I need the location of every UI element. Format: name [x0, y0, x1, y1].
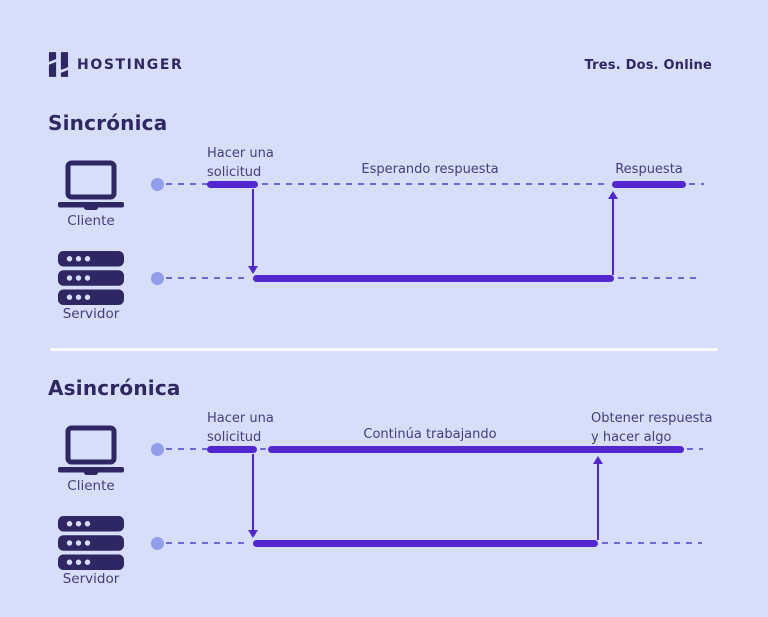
- dashed-line: [687, 448, 703, 450]
- request-segment: [207, 446, 257, 453]
- dashed-line: [166, 277, 250, 279]
- brand-logo: HOSTINGER: [48, 52, 183, 77]
- client-label: Cliente: [67, 213, 115, 229]
- laptop-icon: [57, 160, 125, 218]
- server-stack-icon: [58, 251, 124, 309]
- waiting-dashed-line: [262, 183, 610, 185]
- step-middle-label: Continúa trabajando: [363, 427, 497, 442]
- server-label: Servidor: [62, 571, 120, 587]
- server-processing-segment: [253, 275, 614, 282]
- dashed-line: [166, 542, 250, 544]
- section-title-asincronica: Asincrónica: [48, 376, 181, 400]
- dot-marker: [151, 272, 164, 285]
- step-request-label: Hacer una solicitud: [207, 411, 274, 445]
- dashed-line: [618, 277, 702, 279]
- section-divider: [50, 348, 718, 351]
- laptop-icon: [57, 425, 125, 483]
- brand-tagline: Tres. Dos. Online: [584, 58, 712, 73]
- step-response-label: Obtener respuesta y hacer algo: [591, 411, 713, 445]
- dashed-line: [602, 542, 702, 544]
- response-segment: [612, 181, 686, 188]
- dashed-line: [260, 448, 266, 450]
- dot-marker: [151, 178, 164, 191]
- dashed-line: [166, 448, 207, 450]
- dashed-line: [166, 183, 208, 185]
- working-segment: [268, 446, 684, 453]
- dot-marker: [151, 443, 164, 456]
- client-label: Cliente: [67, 478, 115, 494]
- dashed-line: [689, 183, 704, 185]
- server-stack-icon: [58, 516, 124, 574]
- request-segment: [207, 181, 258, 188]
- step-response-label: Respuesta: [615, 162, 683, 177]
- hostinger-h-icon: [48, 52, 69, 77]
- section-title-sincronica: Sincrónica: [48, 111, 168, 135]
- step-middle-label: Esperando respuesta: [361, 162, 499, 177]
- server-processing-segment: [253, 540, 598, 547]
- server-label: Servidor: [62, 306, 120, 322]
- brand-name: HOSTINGER: [77, 56, 184, 73]
- dot-marker: [151, 537, 164, 550]
- step-request-label: Hacer una solicitud: [207, 146, 274, 180]
